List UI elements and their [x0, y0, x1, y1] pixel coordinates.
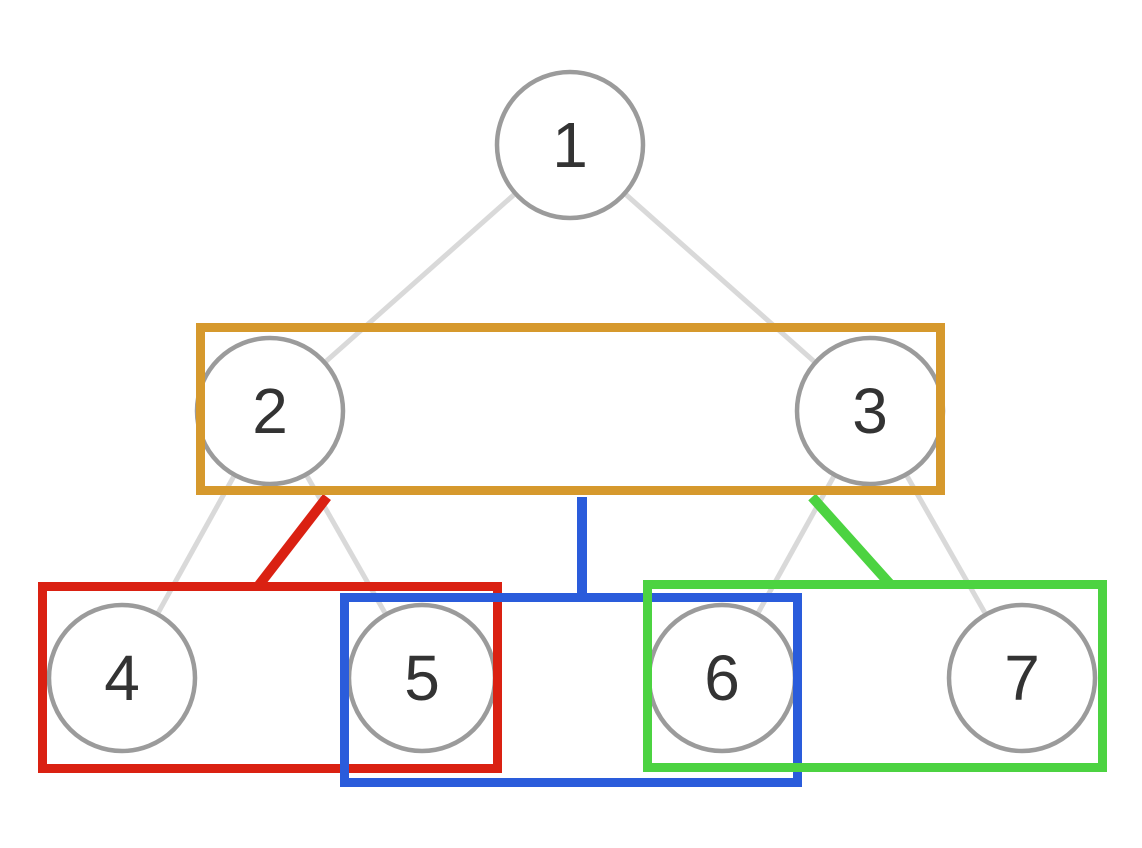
node-circle-4	[46, 602, 198, 754]
node-label-2: 2	[252, 375, 288, 447]
group-gold	[196, 323, 945, 495]
node-circle-1	[494, 69, 646, 221]
tree-node-1: 1	[494, 69, 646, 221]
node-label-3: 3	[852, 375, 888, 447]
group-blue	[340, 593, 802, 787]
connector-gold-to-green	[808, 493, 894, 588]
node-label-7: 7	[1004, 642, 1040, 714]
node-label-6: 6	[704, 642, 740, 714]
node-label-4: 4	[104, 642, 140, 714]
node-label-1: 1	[552, 109, 588, 181]
group-green	[643, 580, 1107, 772]
tree-node-4: 4	[46, 602, 198, 754]
node-circle-7	[946, 602, 1098, 754]
tree-node-6: 6	[646, 602, 798, 754]
connector-gold-to-red	[255, 493, 331, 589]
tree-node-3: 3	[794, 335, 946, 487]
tree-node-2: 2	[194, 335, 346, 487]
tree-node-7: 7	[946, 602, 1098, 754]
group-red	[38, 582, 502, 773]
node-label-5: 5	[404, 642, 440, 714]
tree-node-5: 5	[346, 602, 498, 754]
